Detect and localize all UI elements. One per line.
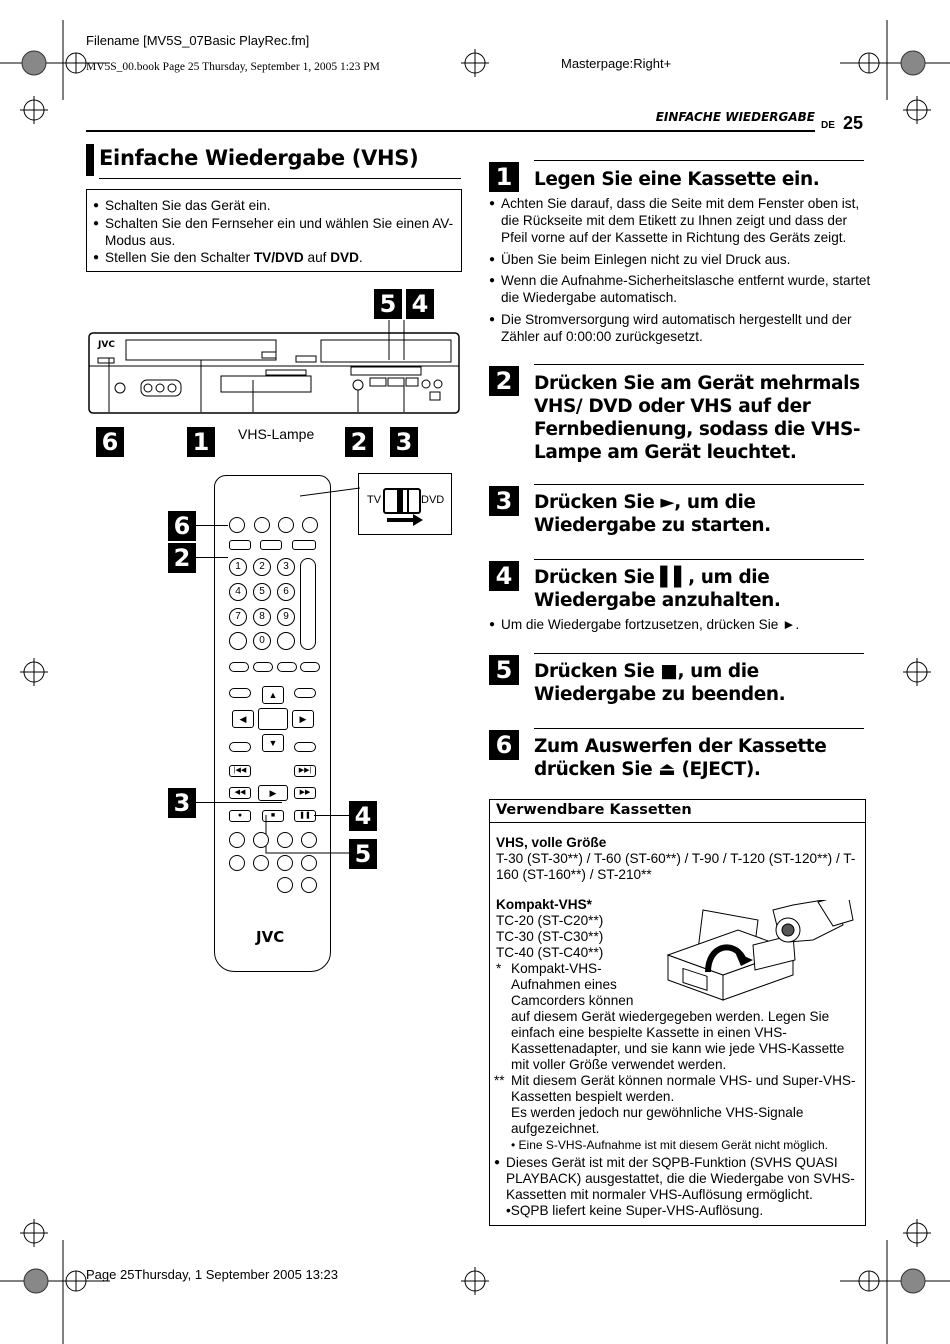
prep-item: Schalten Sie das Gerät ein.	[93, 197, 460, 214]
title-bar	[86, 144, 94, 176]
step-number: 5	[489, 655, 519, 685]
left-arrow-button[interactable]: ◀	[232, 710, 254, 728]
vhs-heading: VHS, volle Größe	[496, 835, 607, 850]
sqpb-bullet: Dieses Gerät ist mit der SQPB-Funktion (…	[494, 1155, 860, 1203]
stop-button[interactable]: ■	[262, 810, 284, 822]
compact-heading: Kompakt-VHS*	[496, 897, 592, 912]
down-arrow-button[interactable]: ▼	[262, 734, 284, 752]
callout-5: 5	[374, 289, 402, 319]
remote-callout-2: 2	[168, 543, 196, 573]
remote-vhs-button[interactable]	[229, 517, 245, 533]
vcr-brand: JVC	[97, 340, 115, 350]
vcr-front-panel: JVC	[88, 320, 460, 414]
step-title: Drücken Sie ▌▌, um die Wiedergabe anzuha…	[534, 567, 781, 611]
key-0[interactable]: 0	[253, 632, 271, 650]
cassette-info-box: Verwendbare Kassetten VHS, volle Größe T…	[489, 799, 866, 1226]
callout-2: 2	[345, 427, 373, 457]
section-header: EINFACHE WIEDERGABE	[655, 110, 815, 124]
page-number: 25	[843, 113, 864, 133]
footer-text: Page 25Thursday, 1 September 2005 13:23	[86, 1267, 338, 1282]
callout-4: 4	[406, 289, 434, 319]
callout-3: 3	[390, 427, 418, 457]
key-6[interactable]: 6	[277, 583, 295, 601]
key-8[interactable]: 8	[253, 608, 271, 626]
remote-callout-4: 4	[349, 801, 377, 831]
right-arrow-button[interactable]: ▶	[292, 710, 314, 728]
record-button[interactable]: ●	[229, 810, 251, 822]
page-title: Einfache Wiedergabe (VHS)	[99, 146, 419, 170]
key-4[interactable]: 4	[229, 583, 247, 601]
step-title: Drücken Sie ■, um die Wiedergabe zu been…	[534, 661, 786, 705]
power-button[interactable]	[278, 517, 294, 533]
tv-dvd-switch[interactable]	[383, 488, 421, 514]
skip-back-button[interactable]: |◀◀	[229, 765, 251, 777]
box-heading: Verwendbare Kassetten	[496, 802, 692, 818]
play-button[interactable]: ▶	[258, 785, 288, 801]
key-9[interactable]: 9	[277, 608, 295, 626]
compact-note: auf diesem Gerät wiedergegeben werden. L…	[511, 1009, 845, 1072]
key-1[interactable]: 1	[229, 558, 247, 576]
step-number: 6	[489, 730, 519, 760]
key-7[interactable]: 7	[229, 608, 247, 626]
step-title: Zum Auswerfen der Kassette drücken Sie ⏏…	[534, 736, 827, 780]
book-line: MV5S_00.book Page 25 Thursday, September…	[86, 61, 380, 73]
step-bullet: Üben Sie beim Einlegen nicht zu viel Dru…	[489, 251, 876, 268]
key-2[interactable]: 2	[253, 558, 271, 576]
lang-code: DE	[821, 120, 835, 131]
fast-forward-button[interactable]: ▶▶	[294, 787, 316, 799]
callout-6: 6	[96, 427, 124, 457]
prep-box: Schalten Sie das Gerät ein. Schalten Sie…	[86, 189, 462, 272]
svhs-note: Mit diesem Gerät können normale VHS- und…	[511, 1073, 856, 1104]
vhs-types: T-30 (ST-30**) / T-60 (ST-60**) / T-90 /…	[496, 851, 856, 882]
remote-callout-6: 6	[168, 511, 196, 541]
prep-item: Schalten Sie den Fernseher ein und wähle…	[93, 215, 460, 249]
remote-brand-logo: JVC	[256, 928, 285, 946]
cassette-adapter-illustration	[666, 900, 854, 1001]
up-arrow-button[interactable]: ▲	[262, 686, 284, 704]
header-rule	[86, 130, 815, 132]
step-number: 1	[489, 162, 519, 192]
volume-rocker[interactable]	[300, 558, 316, 650]
vhs-lamp-label: VHS-Lampe	[238, 426, 315, 442]
remote-callout-3: 3	[168, 788, 196, 818]
ok-button[interactable]	[258, 708, 288, 730]
pause-button[interactable]: ❚❚	[294, 810, 316, 822]
remote-callout-5: 5	[349, 839, 377, 869]
step-number: 2	[489, 366, 519, 396]
step-bullet: Achten Sie darauf, dass die Seite mit de…	[489, 195, 876, 246]
prep-item: Stellen Sie den Schalter TV/DVD auf DVD.	[93, 249, 460, 266]
skip-forward-button[interactable]: ▶▶|	[294, 765, 316, 777]
masterpage-label: Masterpage:Right+	[561, 56, 672, 71]
tv-dvd-switch-inset: TV DVD	[358, 473, 452, 535]
step-title: Drücken Sie am Gerät mehrmals VHS/ DVD o…	[534, 373, 861, 463]
callout-1: 1	[187, 427, 215, 457]
rewind-button[interactable]: ◀◀	[229, 787, 251, 799]
step-bullet: Wenn die Aufnahme-Sicherheitslasche entf…	[489, 272, 876, 306]
filename-label: Filename [MV5S_07Basic PlayRec.fm]	[86, 33, 310, 48]
step-number: 4	[489, 561, 519, 591]
step-bullet: Die Stromversorgung wird automatisch her…	[489, 311, 876, 345]
step-title: Drücken Sie ►, um die Wiedergabe zu star…	[534, 492, 771, 536]
step-number: 3	[489, 486, 519, 516]
step-bullet: Um die Wiedergabe fortzusetzen, drücken …	[489, 616, 876, 633]
key-3[interactable]: 3	[277, 558, 295, 576]
step-title: Legen Sie eine Kassette ein.	[534, 169, 820, 190]
key-5[interactable]: 5	[253, 583, 271, 601]
